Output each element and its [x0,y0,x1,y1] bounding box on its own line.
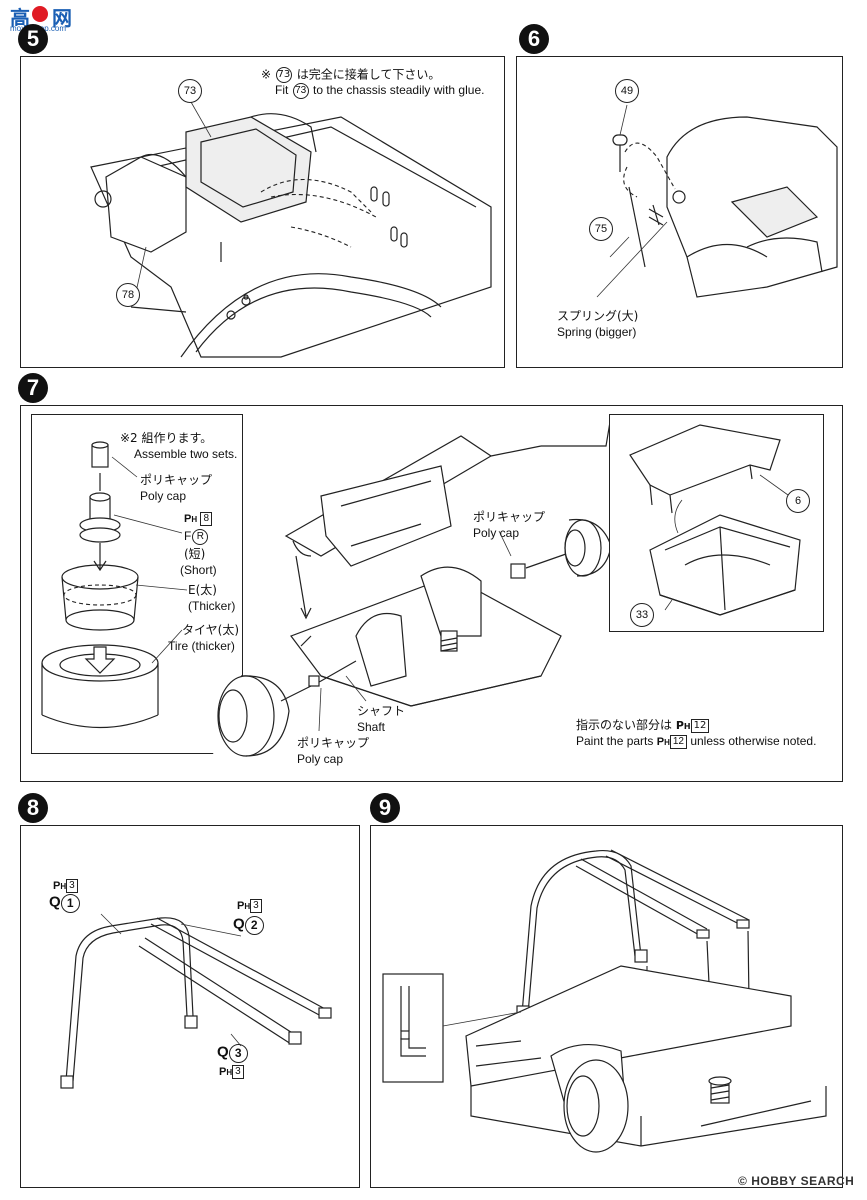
part-f-letter: F [184,529,192,544]
footer-brand: © HOBBY SEARCH [738,1174,854,1188]
paint-h: H [191,515,198,524]
step-9-cage-install-drawing [382,849,827,1153]
part-f-num: R [192,529,209,545]
q2-paint-h: H [244,902,251,911]
q2-number: 2 [244,916,264,935]
step-number-8: 8 [18,793,48,823]
part-callout-49: 49 [615,79,639,103]
step-7-car-body-drawing [217,415,612,757]
step-7-panel: ※2 組作ります。 Assemble two sets. ポリキャップ Poly… [20,405,843,782]
q1-number: 1 [60,894,80,913]
part-callout-33: 33 [630,603,654,627]
q1-paint-h: H [60,882,67,891]
step-number-6: 6 [519,24,549,54]
note-ja-text: は完全に接着して下さい。 [296,67,441,82]
part-callout-6: 6 [786,489,810,513]
q2-letter: Q [233,915,245,933]
seat-drawing [629,424,801,616]
paint-h-3: H [664,738,670,747]
paint-note-en-pre: Paint the parts [576,734,654,748]
tire-label-ja: タイヤ(太) [182,623,240,637]
paint-box-8: 8 [200,511,213,526]
short-label-en: (Short) [180,563,217,577]
q3-number: 3 [228,1044,248,1063]
paint-code-8: PH 8 [184,511,213,527]
note-en-pre: Fit [275,83,289,98]
q1-paint-p: P [53,880,61,892]
part-callout-75: 75 [589,217,613,241]
polycap-rear-label-en: Poly cap [473,526,520,540]
step-5-note-en: Fit 73 to the chassis steadily with glue… [275,83,484,99]
footer-copyright: © [738,1174,748,1188]
spring-label-ja: スプリング(大) [557,309,639,323]
tire-label-en: Tire (thicker) [168,639,235,653]
part-e-label-en: (Thicker) [188,599,236,613]
footer-brand-name: HOBBY SEARCH [751,1174,855,1188]
shaft-label-ja: シャフト [357,704,406,718]
step-number-9: 9 [370,793,400,823]
short-label-ja: (短) [184,547,206,561]
watermark-char-2: 网 [52,8,72,30]
step-6-panel: 49 75 スプリング(大) Spring (bigger) [516,56,843,368]
q1-letter: Q [49,893,61,911]
step-9-panel [370,825,843,1188]
inset-note-en: Assemble two sets. [134,447,238,461]
inset-note-ja: ※2 組作ります。 [120,431,213,445]
step-5-panel: ※ 73 は完全に接着して下さい。 Fit 73 to the chassis … [20,56,505,368]
spring-label-en: Spring (bigger) [557,325,637,339]
step-number-7: 7 [18,373,48,403]
q3-paint-box: 3 [232,1064,244,1079]
watermark-ball-icon [32,6,48,22]
part-callout-73: 73 [178,79,202,103]
part-e-label-ja: E(太) [188,583,217,597]
step-5-chassis-drawing [90,101,492,358]
step-6-assembly-drawing [596,104,838,298]
part-73-inline: 73 [275,67,292,83]
polycap-front-label-en: Poly cap [297,752,344,766]
step-7-inset-panel: ※2 組作ります。 Assemble two sets. ポリキャップ Poly… [31,414,244,755]
paint-note-en-post: unless otherwise noted. [690,734,817,748]
polycap-front-label-ja: ポリキャップ [297,736,370,750]
paint-box-12b: 12 [669,734,687,749]
note-en-post: to the chassis steadily with glue. [313,83,485,98]
q1-paint-box: 3 [66,878,78,893]
step-number-5: 5 [18,24,48,54]
paint-box-12: 12 [690,718,710,733]
paint-note-ja-text: 指示のない部分は [576,718,673,732]
note-ja-prefix: ※ [261,67,272,82]
q2-paint-p: P [237,900,245,912]
polycap-label-ja: ポリキャップ [140,473,213,487]
step-7-seat-inset: 6 33 [609,414,824,632]
watermark-char-1: 高 [10,8,30,30]
polycap-label-en: Poly cap [140,489,187,503]
q3-paint-h: H [226,1068,233,1077]
polycap-rear-label-ja: ポリキャップ [473,510,546,524]
part-73-inline-en: 73 [292,83,309,99]
step-5-note-ja: ※ 73 は完全に接着して下さい。 [261,67,440,83]
q2-paint-box: 3 [250,898,262,913]
wheel-exploded-drawing [41,441,244,755]
part-callout-78: 78 [116,283,140,307]
q3-letter: Q [217,1043,229,1061]
paint-p: P [184,513,192,525]
paint-h-2: H [683,722,691,731]
paint-p-3: P [656,736,665,748]
paint-p-2: P [675,719,684,732]
q3-paint-p: P [219,1066,227,1078]
shaft-label-en: Shaft [357,720,386,734]
